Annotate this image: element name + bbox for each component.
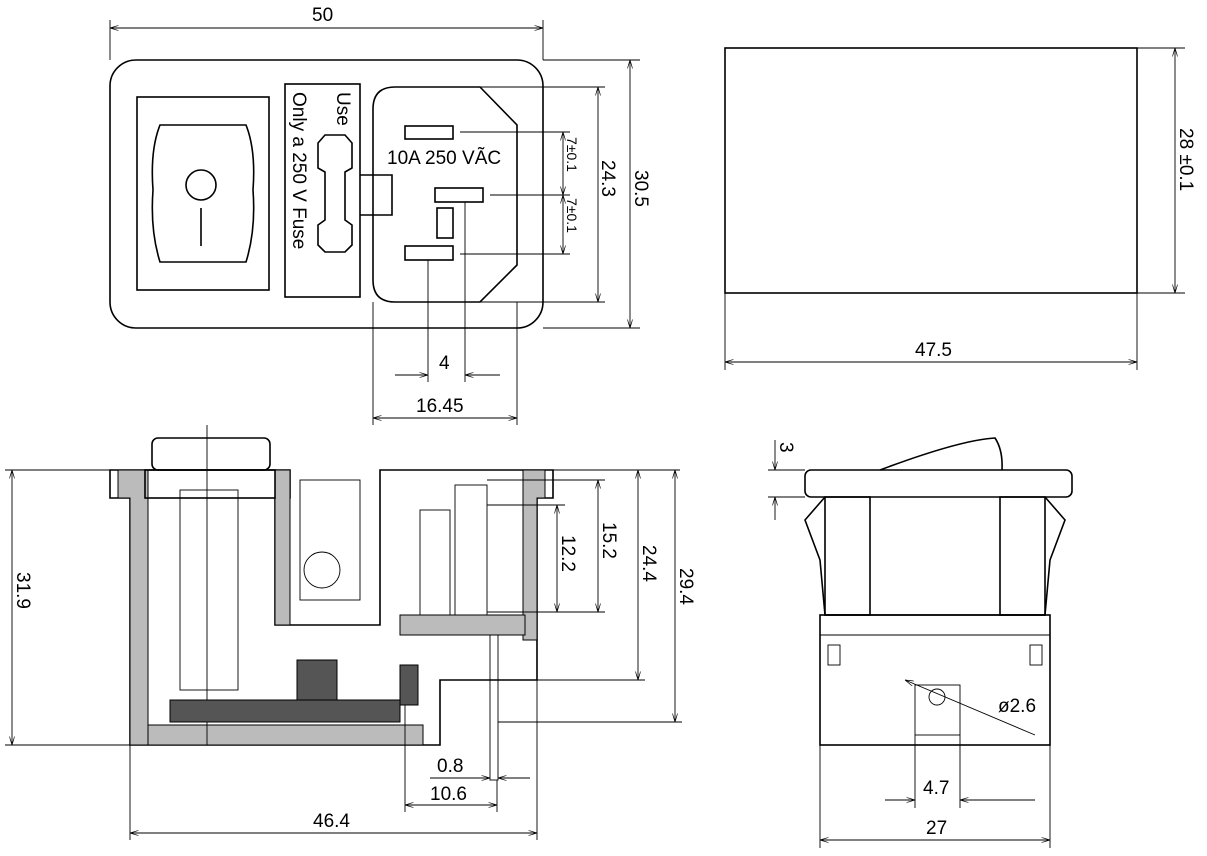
front-view: Use Only a 250 V Fuse 10A 250 VÃC 50 30.…	[109, 5, 651, 425]
panel-cutout-view: 28 ±0.1 47.5	[724, 47, 1196, 370]
fuse-label-box	[284, 83, 361, 298]
dim-terminal-thickness-0-8: 0.8	[437, 756, 463, 777]
dim-hole-offset-4-7: 4.7	[923, 778, 949, 799]
rating-text: 10A 250 VÃC	[387, 147, 501, 169]
rocker-top	[151, 437, 271, 471]
dim-width-50: 50	[312, 5, 333, 26]
inlet-pin-short	[419, 509, 451, 621]
front-outline	[109, 59, 544, 329]
dim-overall-length-46-4: 46.4	[313, 811, 350, 832]
dim-inlet-height-24-3: 24.3	[597, 160, 618, 197]
lower-body	[819, 614, 1051, 746]
inlet-pin-long	[454, 484, 488, 621]
fuse-clip	[296, 659, 338, 701]
pin-live	[404, 125, 454, 140]
snap-clips	[804, 496, 1066, 616]
dim-pin-offset-4: 4	[439, 353, 450, 374]
terminal	[489, 634, 499, 781]
dim-hole-diameter: ø2.6	[998, 696, 1036, 717]
fuse-tab	[360, 174, 393, 216]
fuse-label-use: Use	[332, 92, 353, 126]
cutout-outline	[724, 47, 1138, 294]
flange	[804, 469, 1073, 498]
rocker-hump	[879, 437, 1003, 471]
dim-pin-pitch-lower: 7±0.1	[564, 198, 580, 233]
dim-cutout-height: 28 ±0.1	[1175, 128, 1196, 191]
off-symbol-icon	[185, 169, 217, 201]
rocker-bezel	[144, 469, 276, 499]
dim-terminal-depth-29-4: 29.4	[675, 568, 696, 605]
switch-opening	[136, 96, 270, 291]
fuse-holder-icon	[317, 134, 353, 253]
dim-body-depth-24-4: 24.4	[638, 545, 659, 582]
dim-flange-3: 3	[775, 442, 796, 453]
cert-mark-icon	[436, 207, 454, 239]
pin-earth	[434, 187, 484, 203]
dim-width-27: 27	[926, 818, 947, 839]
dim-pin-top-15-2: 15.2	[598, 522, 619, 559]
section-view: 31.9 12.2 15.2 24.4 29.4 0.8 10.6 46.4	[5, 425, 696, 840]
iec-inlet-outline	[372, 86, 518, 303]
fuse-contact	[303, 551, 341, 589]
switch-mechanism	[179, 489, 239, 691]
fuse-label-rating: Only a 250 V Fuse	[288, 92, 309, 249]
dim-height-30-5: 30.5	[630, 170, 651, 207]
dim-cutout-width: 47.5	[915, 340, 952, 361]
side-view: 3 ø2.6 4.7 27	[768, 437, 1073, 848]
fuse-carrier	[299, 479, 361, 601]
dim-pin-pitch-upper: 7±0.1	[564, 137, 580, 172]
dim-terminal-offset-10-6: 10.6	[430, 784, 467, 805]
dim-inlet-width-16-45: 16.45	[416, 396, 464, 417]
dim-pin-height-12-2: 12.2	[557, 535, 578, 572]
dim-overall-height-31-9: 31.9	[12, 572, 33, 609]
rocker-button	[151, 124, 255, 263]
internal-busbar	[169, 699, 401, 723]
mount-tab	[914, 684, 961, 736]
pin-neutral	[404, 245, 454, 261]
